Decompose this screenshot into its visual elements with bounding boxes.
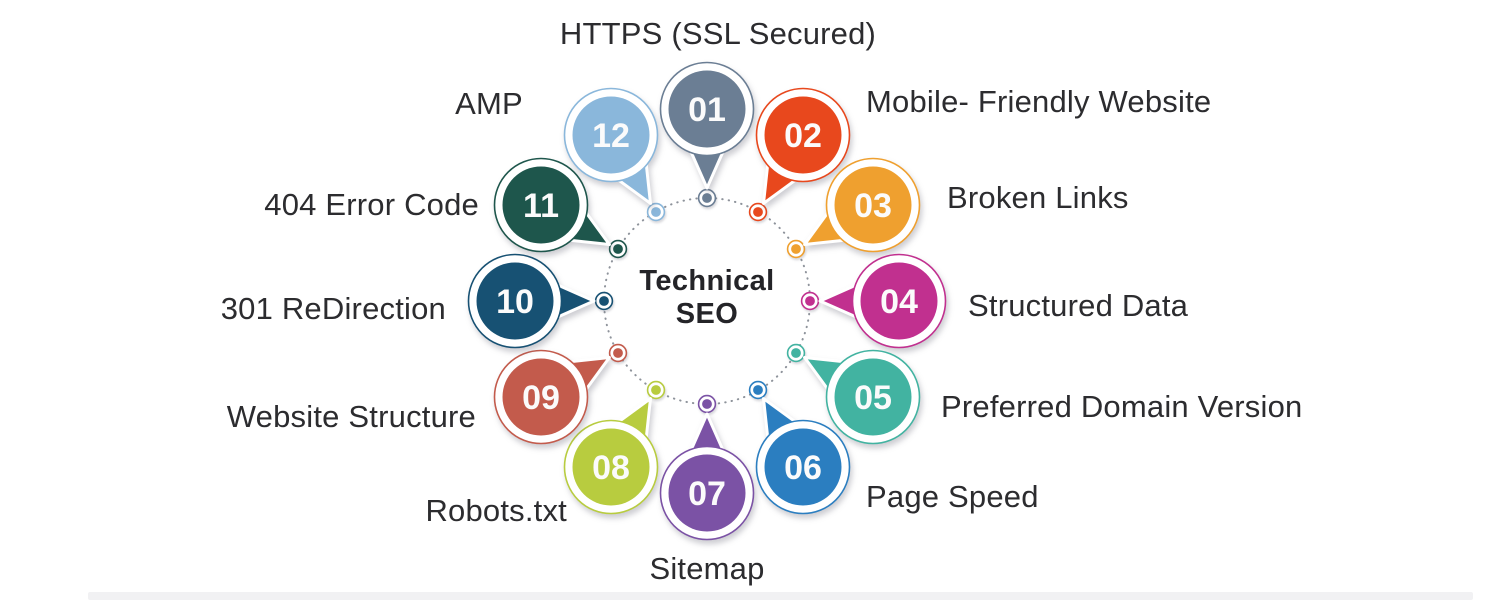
pin-circle: [834, 358, 912, 436]
label-404-error-code: 404 Error Code: [264, 187, 479, 222]
connector-dot-09: [608, 343, 628, 363]
connector-dot-01: [697, 188, 717, 208]
pin-circle: [476, 262, 554, 340]
pin-number: 05: [854, 379, 892, 417]
pin-11: 11: [493, 157, 611, 253]
label-broken-links: Broken Links: [947, 180, 1129, 215]
pin-06: 06: [755, 397, 851, 515]
connector-dot-core: [702, 193, 712, 203]
connector-dot-core: [702, 399, 712, 409]
label-robots-txt: Robots.txt: [425, 493, 567, 528]
label-sitemap: Sitemap: [649, 551, 764, 586]
pin-05: 05: [803, 349, 921, 445]
connector-dot-core: [651, 207, 661, 217]
connector-dot-02: [748, 202, 768, 222]
pin-number: 11: [523, 187, 559, 225]
pin-number: 09: [522, 379, 560, 417]
connector-dot-08: [646, 380, 666, 400]
pin-circle: [502, 358, 580, 436]
label-page-speed: Page Speed: [866, 479, 1039, 514]
connector-dot-core: [753, 207, 763, 217]
pin-circle: [860, 262, 938, 340]
connector-dot-core: [791, 244, 801, 254]
connector-dot-core: [613, 348, 623, 358]
pin-03: 03: [803, 157, 921, 253]
connector-dot-core: [599, 296, 609, 306]
connector-dot-12: [646, 202, 666, 222]
pin-number: 01: [688, 91, 726, 129]
connector-dot-10: [594, 291, 614, 311]
pin-number: 02: [784, 117, 822, 155]
pin-circle: [668, 70, 746, 148]
pin-circle: [572, 428, 650, 506]
pin-02: 02: [755, 87, 851, 205]
connector-dot-core: [791, 348, 801, 358]
pin-number: 08: [592, 449, 630, 487]
pin-08: 08: [563, 397, 659, 515]
connector-dot-11: [608, 239, 628, 259]
connector-dot-core: [805, 296, 815, 306]
pin-number: 04: [880, 283, 918, 321]
pin-number: 10: [496, 283, 534, 321]
pin-number: 06: [784, 449, 822, 487]
label-amp: AMP: [455, 86, 523, 121]
label-301-redirection: 301 ReDirection: [221, 291, 446, 326]
connector-dot-core: [753, 385, 763, 395]
pin-01: 01: [659, 61, 755, 190]
pin-number: 12: [592, 117, 630, 155]
connector-dot-core: [613, 244, 623, 254]
label-preferred-domain-version: Preferred Domain Version: [941, 389, 1302, 424]
center-title-line2: SEO: [676, 298, 738, 330]
connector-dot-core: [651, 385, 661, 395]
connector-dot-04: [800, 291, 820, 311]
label-mobile-friendly-website: Mobile- Friendly Website: [866, 84, 1211, 119]
pin-circle: [764, 428, 842, 506]
connector-dot-07: [697, 394, 717, 414]
label-structured-data: Structured Data: [968, 288, 1189, 323]
center-title-line1: Technical: [639, 265, 774, 297]
pin-number: 07: [688, 475, 726, 513]
connector-dot-03: [786, 239, 806, 259]
pin-10: 10: [467, 253, 596, 349]
pin-09: 09: [493, 349, 611, 445]
connector-dot-06: [748, 380, 768, 400]
pin-circle: [668, 454, 746, 532]
pin-number: 03: [854, 187, 892, 225]
bottom-divider-bar: [88, 592, 1473, 600]
label-website-structure: Website Structure: [227, 399, 476, 434]
pin-circle: [834, 166, 912, 244]
pin-04: 04: [818, 253, 947, 349]
pin-circle: [572, 96, 650, 174]
label-https-ssl-secured: HTTPS (SSL Secured): [560, 16, 876, 51]
pin-circle: [502, 166, 580, 244]
pin-12: 12: [563, 87, 659, 205]
pin-circle: [764, 96, 842, 174]
pin-07: 07: [659, 412, 755, 541]
connector-dot-05: [786, 343, 806, 363]
